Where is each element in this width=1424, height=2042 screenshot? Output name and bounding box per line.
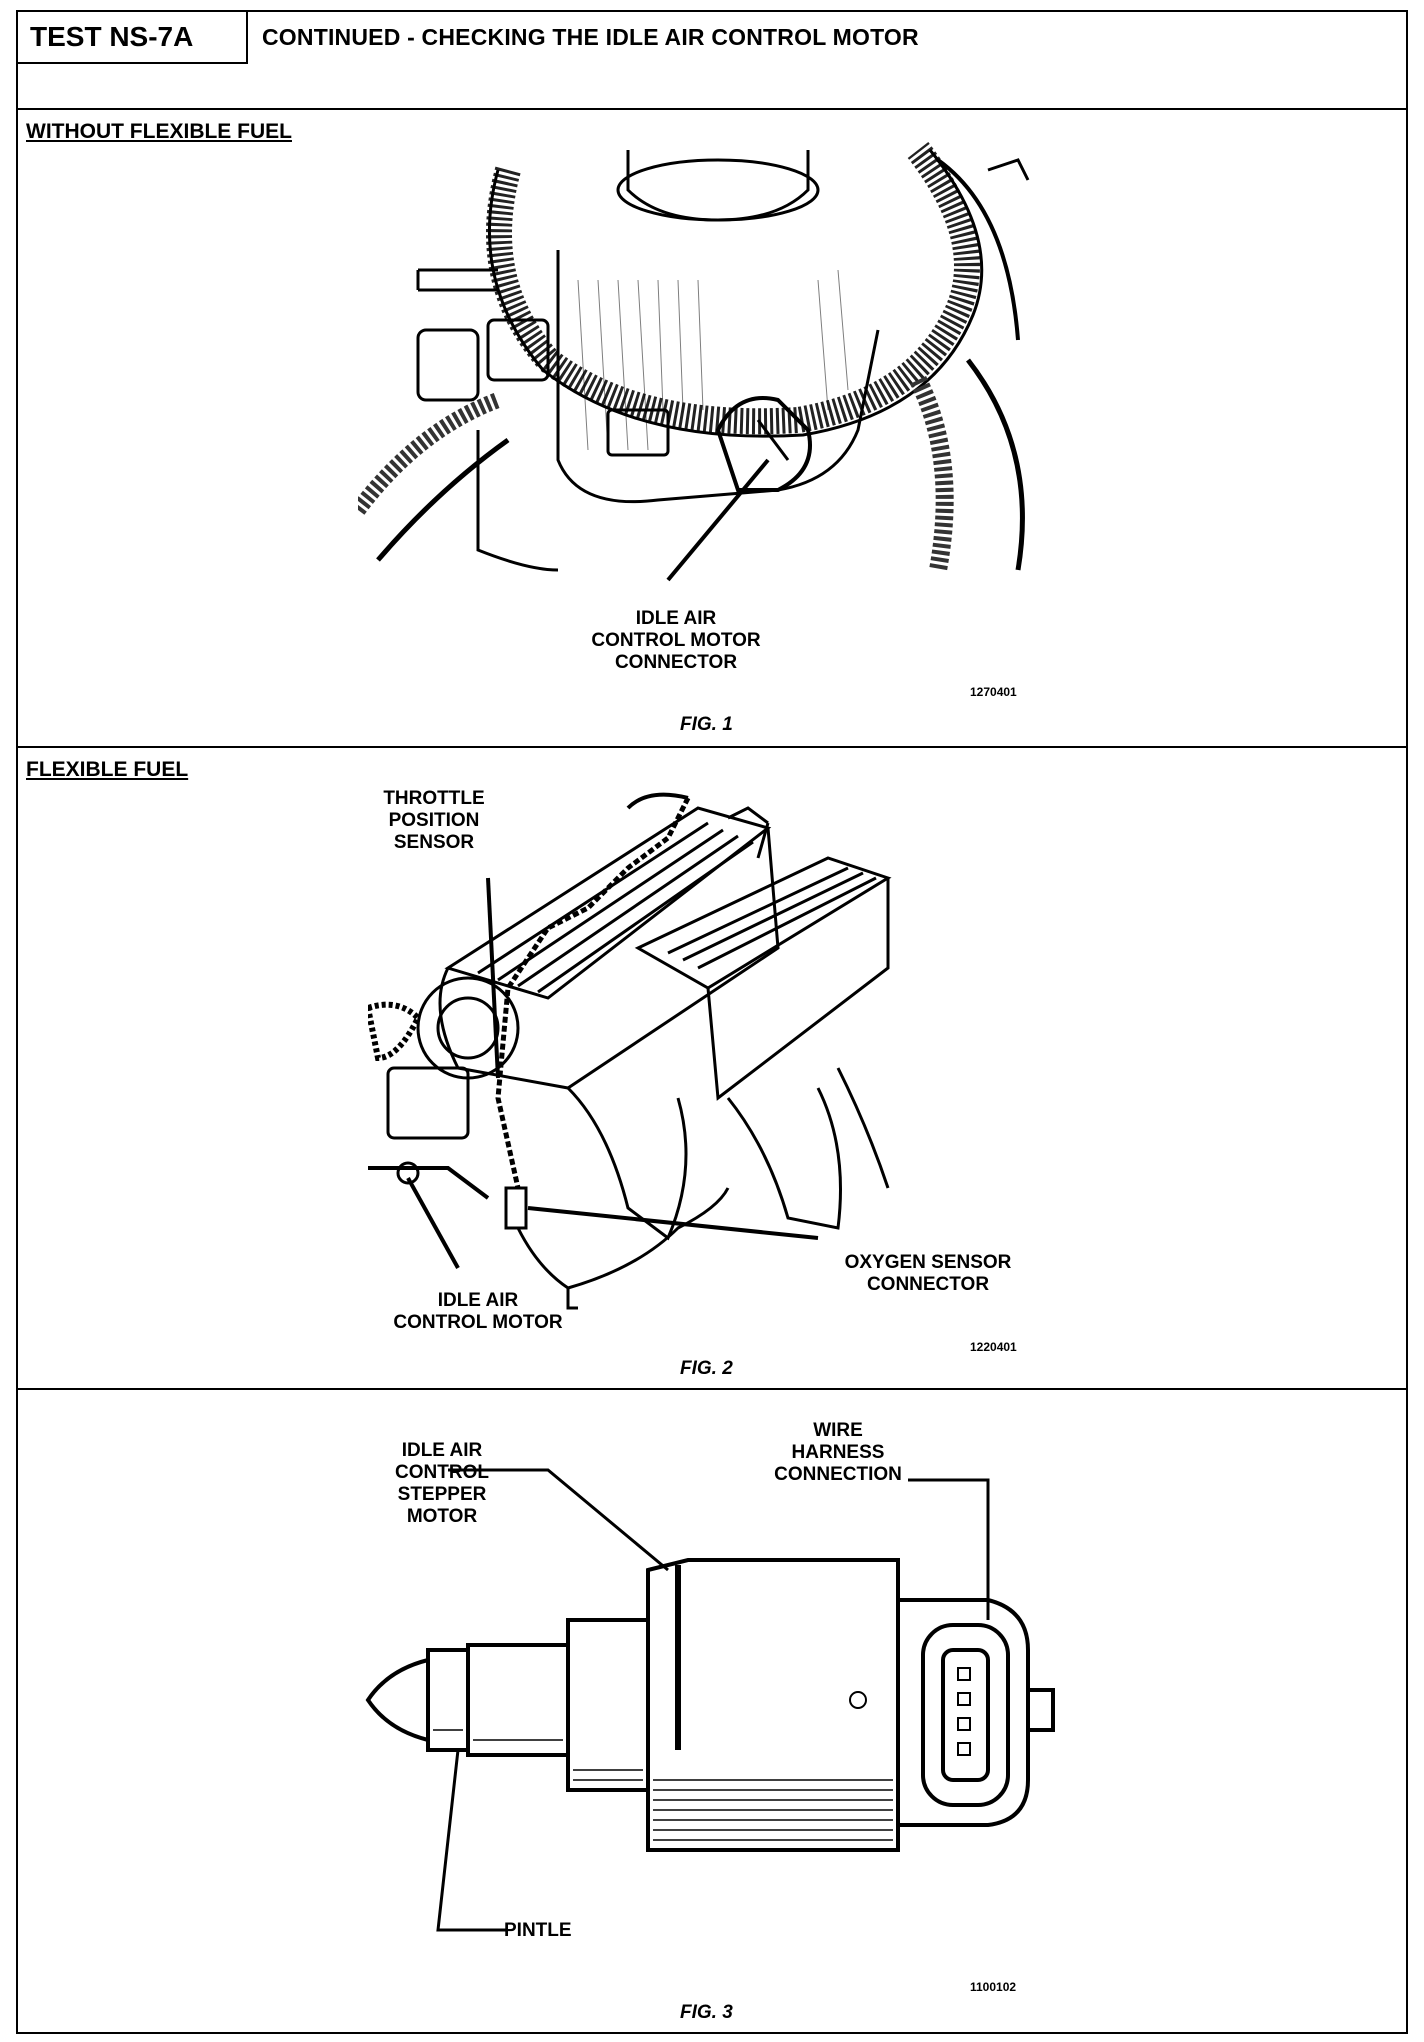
callout-iac-stepper-motor: IDLE AIR CONTROL STEPPER MOTOR [395, 1440, 489, 1527]
figure-2-caption: FIG. 2 [680, 1358, 733, 1379]
figure-3-section: IDLE AIR CONTROL STEPPER MOTOR WIRE HARN… [18, 1390, 1406, 2034]
iac-stepper-motor-illustration [365, 1468, 1055, 1932]
figure-3-image-id: 1100102 [970, 1980, 1017, 1994]
figure-1-section: WITHOUT FLEXIBLE FUEL [18, 110, 1406, 748]
test-id-box: TEST NS-7A [18, 12, 248, 64]
callout-wire-harness-connection: WIRE HARNESS CONNECTION [774, 1420, 902, 1485]
callout-oxygen-sensor-connector: OXYGEN SENSOR CONNECTOR [844, 1252, 1012, 1295]
section-label-without-flexible-fuel: WITHOUT FLEXIBLE FUEL [26, 120, 292, 143]
figure-1-caption: FIG. 1 [680, 714, 733, 735]
callout-idle-air-control-motor: IDLE AIR CONTROL MOTOR [393, 1290, 563, 1333]
section-label-flexible-fuel: FLEXIBLE FUEL [26, 758, 189, 781]
throttle-body-illustration [358, 142, 1030, 582]
page-header: TEST NS-7A CONTINUED - CHECKING THE IDLE… [18, 12, 1406, 110]
callout-throttle-position-sensor: THROTTLE POSITION SENSOR [383, 788, 485, 853]
figure-2-image-id: 1220401 [970, 1340, 1017, 1354]
service-manual-page: TEST NS-7A CONTINUED - CHECKING THE IDLE… [16, 10, 1408, 2034]
intake-manifold-illustration [368, 792, 892, 1310]
callout-pintle: PINTLE [504, 1920, 572, 1941]
figure-1-image-id: 1270401 [970, 685, 1017, 699]
callout-iac-motor-connector: IDLE AIR CONTROL MOTOR CONNECTOR [591, 608, 761, 673]
page-title: CONTINUED - CHECKING THE IDLE AIR CONTRO… [262, 24, 919, 50]
figure-2-section: FLEXIBLE FUEL [18, 748, 1406, 1390]
figure-3-caption: FIG. 3 [680, 2002, 733, 2023]
